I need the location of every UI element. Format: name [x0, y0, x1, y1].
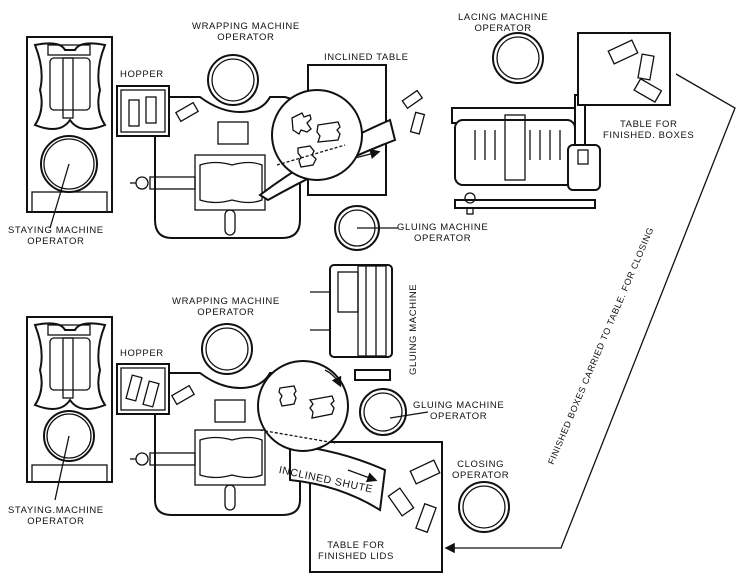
wrapping-operator-position-bottom [201, 323, 253, 375]
label-hopper-bottom: HOPPER [120, 348, 164, 359]
lid-rotating-disc [257, 360, 349, 452]
staying-machine-top [26, 36, 113, 229]
label-hopper-top: HOPPER [120, 69, 164, 80]
label-table-finished-boxes: TABLE FOR FINISHED. BOXES [603, 119, 695, 141]
flow-path-line [444, 73, 736, 554]
label-staying-operator-bottom: STAYING.MACHINE OPERATOR [8, 505, 104, 527]
lacing-machine [451, 94, 601, 215]
table-finished-boxes [577, 32, 671, 106]
label-staying-operator-top: STAYING MACHINE OPERATOR [8, 225, 104, 247]
label-wrapping-operator-bottom: WRAPPING MACHINE OPERATOR [172, 296, 280, 318]
wrapping-operator-position-top [207, 54, 259, 106]
gluing-operator-position-bottom [359, 388, 407, 436]
lacing-operator-position [492, 32, 544, 84]
label-closing-operator: CLOSING OPERATOR [452, 459, 510, 481]
hopper-top [116, 85, 170, 137]
label-gluing-machine: GLUING MACHINE [408, 283, 419, 375]
gluing-machine-bottom [310, 264, 393, 381]
table-finished-lids [289, 441, 443, 573]
label-lacing-operator: LACING MACHINE OPERATOR [458, 12, 549, 34]
label-inclined-table: INCLINED TABLE [324, 52, 409, 63]
inclined-table-top [258, 64, 426, 202]
label-gluing-operator-top: GLUING MACHINE OPERATOR [397, 222, 489, 244]
label-table-finished-lids: TABLE FOR FINISHED LIDS [318, 540, 394, 562]
label-wrapping-operator-top: WRAPPING MACHINE OPERATOR [192, 21, 300, 43]
closing-operator-position [458, 481, 510, 533]
hopper-bottom [116, 363, 170, 415]
staying-machine-bottom [26, 316, 113, 501]
label-gluing-operator-bottom: GLUING MACHINE OPERATOR [413, 400, 505, 422]
